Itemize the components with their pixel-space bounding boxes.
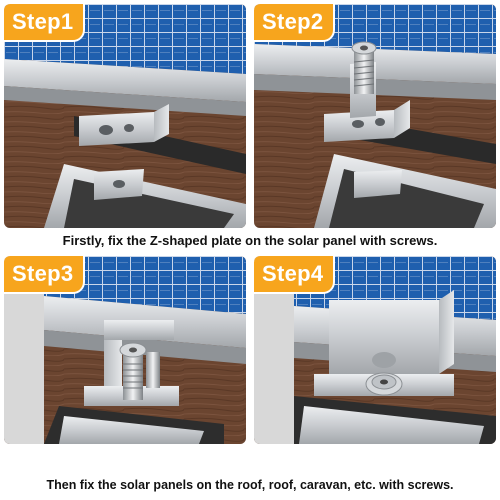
step-2-illustration [254,4,496,228]
step-3-badge: Step3 [4,256,84,292]
top-caption: Firstly, fix the Z-shaped plate on the s… [62,233,438,248]
step-1-badge: Step1 [4,4,84,40]
step-2-panel: Step2 [254,4,496,228]
step-1-illustration [4,4,246,228]
step-1-panel: Step1 [4,4,246,228]
step-2-badge: Step2 [254,4,334,40]
step-3-panel: Step3 [4,256,246,444]
step-4-badge: Step4 [254,256,334,292]
step-3-illustration [4,256,246,444]
bottom-caption: Then fix the solar panels on the roof, r… [46,478,454,492]
step-4-panel: Step4 [254,256,496,444]
